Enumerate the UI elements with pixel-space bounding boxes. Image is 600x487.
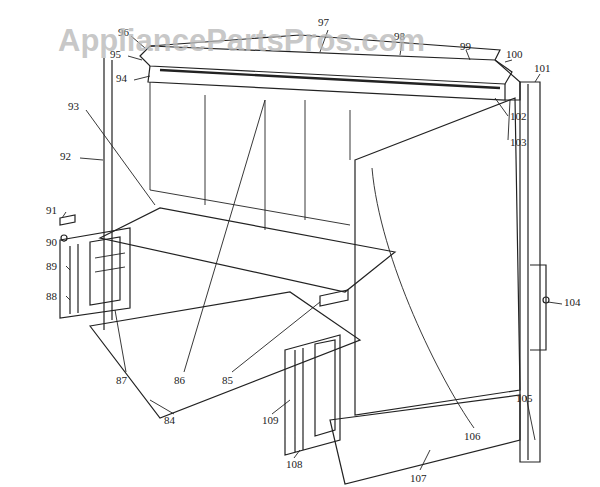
top-rail-front	[148, 66, 505, 100]
shelf	[100, 208, 395, 292]
leader-lines	[62, 30, 562, 470]
callout-number: 106	[464, 430, 481, 442]
callout-number: 108	[286, 458, 303, 470]
callout-number: 86	[174, 374, 185, 386]
left-channel	[60, 228, 130, 318]
channel-detail	[95, 253, 125, 272]
back-panel	[150, 82, 350, 230]
callout-number: 100	[506, 48, 523, 60]
callout-number: 103	[510, 136, 527, 148]
right-bracket	[530, 265, 546, 350]
watermark: AppliancePartsPros.com	[58, 24, 425, 58]
clip	[60, 215, 75, 225]
screw	[61, 235, 67, 241]
callout-number: 94	[116, 72, 127, 84]
top-rail-bar	[160, 70, 500, 88]
callout-number: 88	[46, 290, 57, 302]
top-rail-end	[495, 60, 520, 100]
callout-number: 90	[46, 236, 57, 248]
front-board	[330, 395, 520, 484]
callout-number: 101	[534, 62, 551, 74]
callout-number: 99	[460, 40, 471, 52]
bottom-panel	[90, 292, 360, 418]
right-channel	[285, 335, 340, 455]
right-side-panel	[355, 98, 520, 415]
callout-number: 109	[262, 414, 279, 426]
back-panel-bottom	[150, 190, 350, 225]
callout-number: 92	[60, 150, 71, 162]
callout-number: 93	[68, 100, 79, 112]
left-post	[104, 58, 112, 330]
callout-number: 87	[116, 374, 127, 386]
callout-number: 84	[164, 414, 175, 426]
callout-number: 107	[410, 472, 427, 484]
callout-number: 105	[516, 392, 533, 404]
bracket	[320, 290, 348, 306]
callout-number: 91	[46, 204, 57, 216]
callout-number: 104	[564, 296, 581, 308]
callout-number: 89	[46, 260, 57, 272]
callout-number: 102	[510, 110, 527, 122]
callout-number: 85	[222, 374, 233, 386]
